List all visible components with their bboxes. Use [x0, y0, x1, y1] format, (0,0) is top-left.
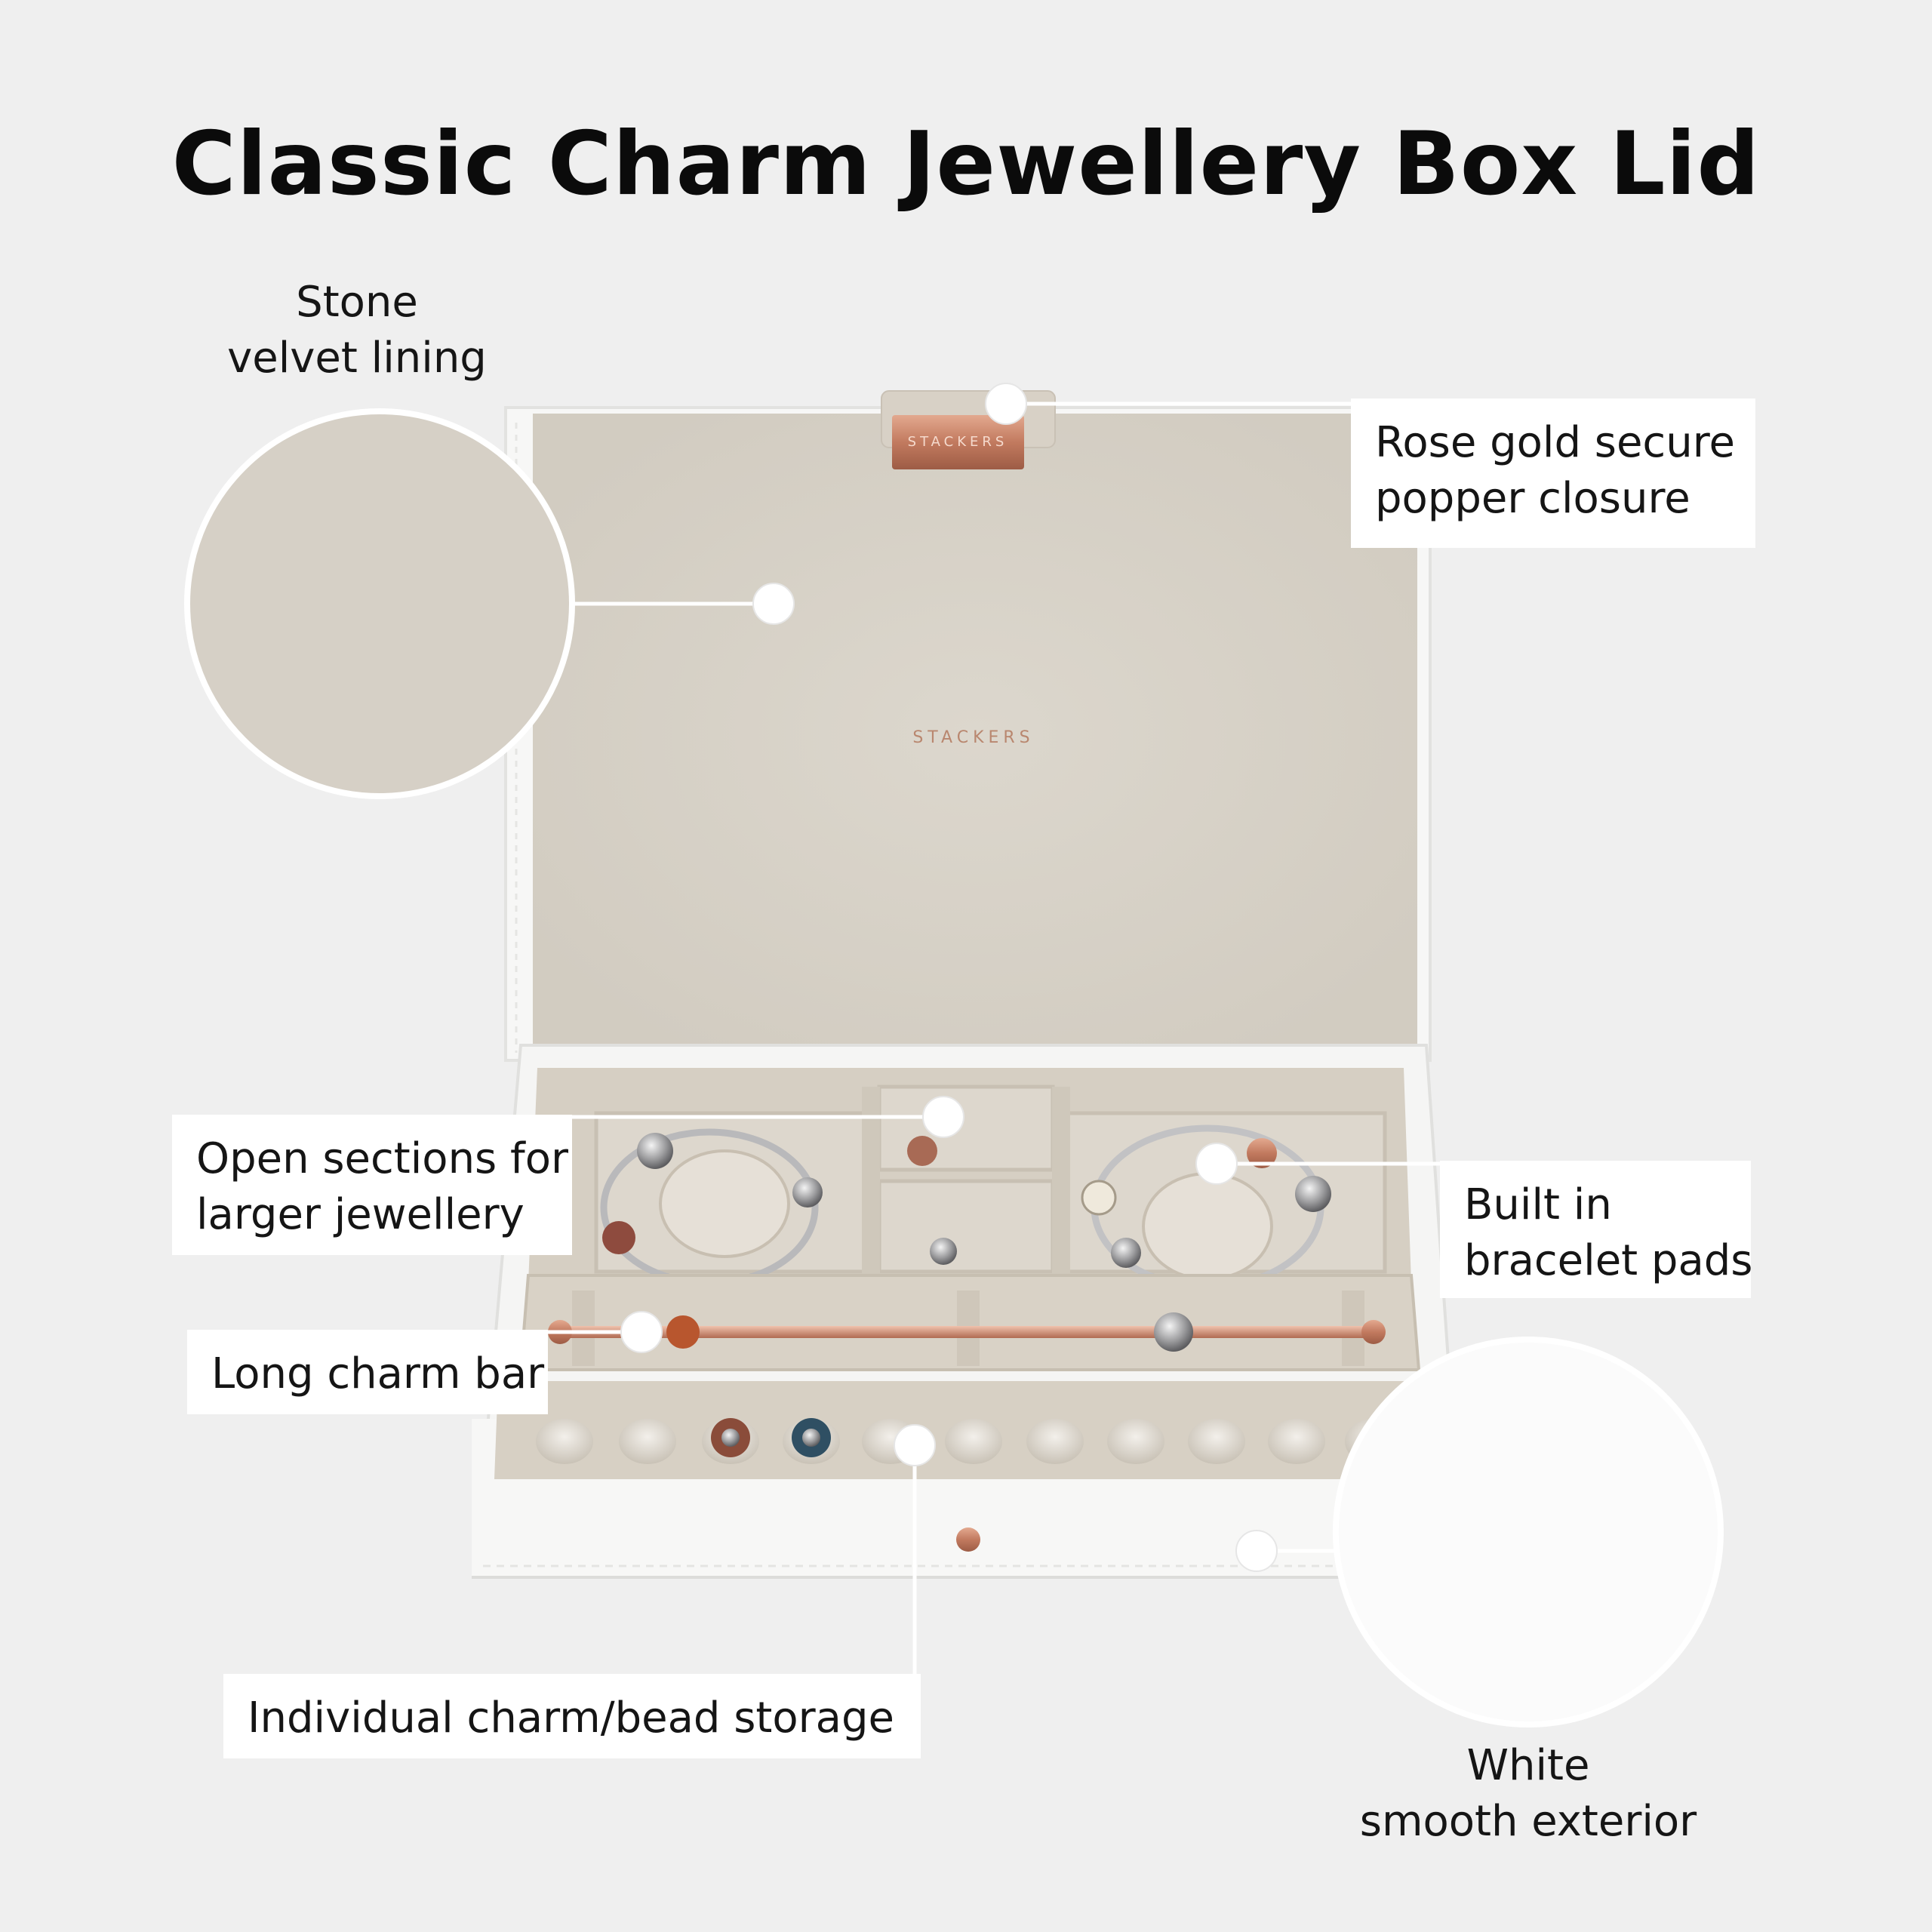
exterior-callout-line1: White [1466, 1741, 1590, 1790]
popper-brand-text: STACKERS [908, 434, 1008, 450]
velvet-callout: Stone velvet lining [206, 275, 508, 386]
bracelet-pads-callout-line2: bracelet pads [1464, 1236, 1753, 1285]
bead-storage-dot [894, 1424, 936, 1466]
popper-callout-line2: popper closure [1375, 474, 1690, 523]
bracelet-pad-left [659, 1149, 790, 1258]
open-sections-callout-line2: larger jewellery [196, 1190, 525, 1239]
exterior-dot [1235, 1530, 1278, 1572]
lid-velvet-lining [533, 414, 1417, 1051]
velvet-dot [752, 583, 795, 625]
velvet-callout-line1: Stone [296, 278, 418, 327]
exterior-callout-line2: smooth exterior [1359, 1797, 1697, 1846]
page-title: Classic Charm Jewellery Box Lid [171, 113, 1761, 215]
drawer-knob [956, 1527, 980, 1552]
velvet-callout-line2: velvet lining [227, 334, 487, 383]
exterior-zoom-circle [1333, 1337, 1724, 1727]
velvet-zoom-circle [184, 408, 575, 799]
popper-plate [892, 415, 1024, 469]
bracelet-pad-dot [1195, 1143, 1238, 1185]
charm-bar-dot [620, 1311, 663, 1353]
charm-bar-callout-line1: Long charm bar [211, 1349, 545, 1398]
charm-bar-callout: Long charm bar [187, 1330, 548, 1414]
exterior-callout: White smooth exterior [1351, 1738, 1706, 1850]
bead-storage-callout: Individual charm/bead storage [223, 1674, 921, 1758]
lining-brand-text: STACKERS [912, 728, 1034, 747]
popper-callout: Rose gold secure popper closure [1351, 398, 1755, 548]
bead-storage-callout-line1: Individual charm/bead storage [248, 1694, 894, 1743]
open-sections-callout-line1: Open sections for [196, 1134, 569, 1183]
open-sections-callout: Open sections for larger jewellery [172, 1115, 572, 1255]
popper-dot [985, 383, 1027, 425]
popper-callout-line1: Rose gold secure [1375, 418, 1735, 467]
bracelet-pad-right [1142, 1172, 1273, 1281]
bracelet-pads-callout: Built in bracelet pads [1440, 1161, 1753, 1298]
open-sections-dot [922, 1096, 964, 1138]
bracelet-pads-callout-line1: Built in [1464, 1180, 1612, 1229]
